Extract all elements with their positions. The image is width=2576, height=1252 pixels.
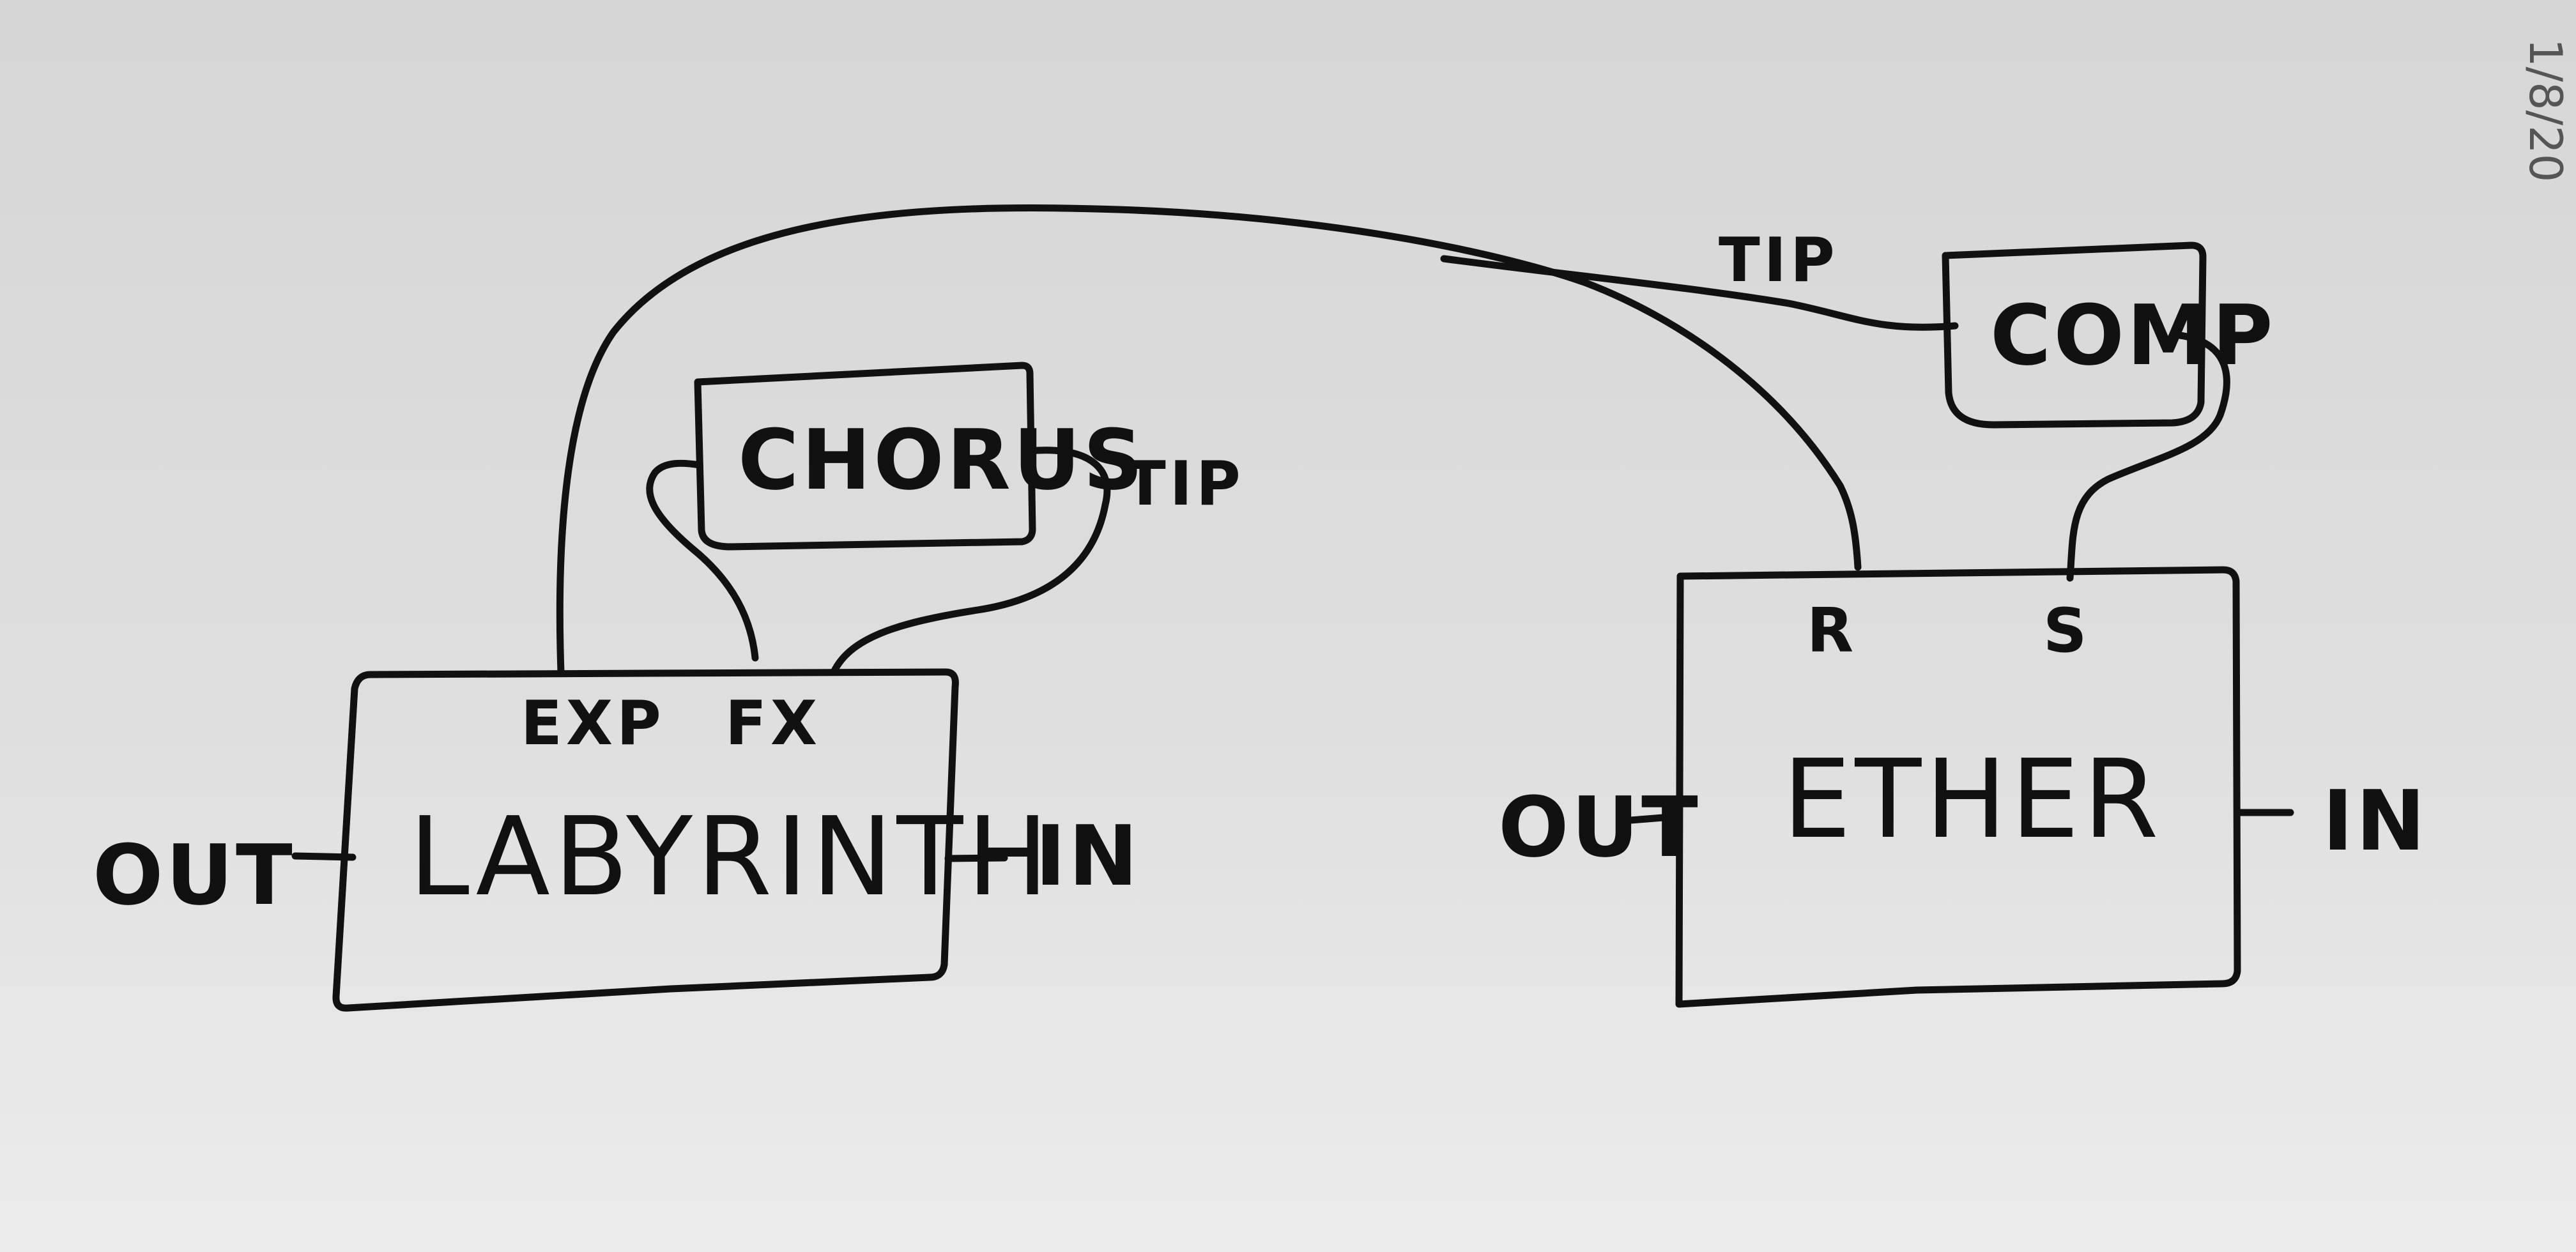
- wire-exp-to-comp-tip: [1440, 255, 1959, 331]
- margin-date: 1/8/20: [2519, 38, 2572, 182]
- ether-s-label: S: [2043, 596, 2090, 666]
- labyrinth-label: LABYRINTH: [409, 794, 1052, 920]
- wire-fx-to-chorus-in: [646, 459, 759, 662]
- chorus-tip-label: TIP: [1124, 449, 1245, 519]
- labyrinth-out-stub: [291, 852, 356, 861]
- labyrinth-in-stub: [944, 854, 1008, 862]
- labyrinth-in-label: IN: [1035, 807, 1140, 905]
- ether-r-label: R: [1807, 596, 1857, 666]
- comp-box: [1942, 241, 2207, 429]
- ether-out-stub: [1619, 813, 1683, 825]
- ether-in-label: IN: [2322, 772, 2428, 869]
- labyrinth-out-label: OUT: [93, 827, 295, 924]
- wire-exp-to-ether-r: [556, 204, 1862, 676]
- ether-box: [1675, 566, 2241, 1008]
- comp-label: COMP: [1990, 287, 2276, 384]
- chorus-label: CHORUS: [738, 411, 1146, 508]
- wire-chorus-tip-to-fx: [830, 447, 1111, 676]
- ether-label: ETHER: [1782, 737, 2163, 863]
- labyrinth-fx-label: FX: [725, 689, 821, 759]
- labyrinth-box: [332, 668, 959, 1012]
- comp-tip-label: TIP: [1719, 225, 1839, 296]
- labyrinth-exp-label: EXP: [521, 689, 665, 759]
- ether-out-label: OUT: [1498, 779, 1701, 876]
- chorus-box: [694, 362, 1036, 551]
- wire-comp-to-ether-s: [2066, 332, 2230, 582]
